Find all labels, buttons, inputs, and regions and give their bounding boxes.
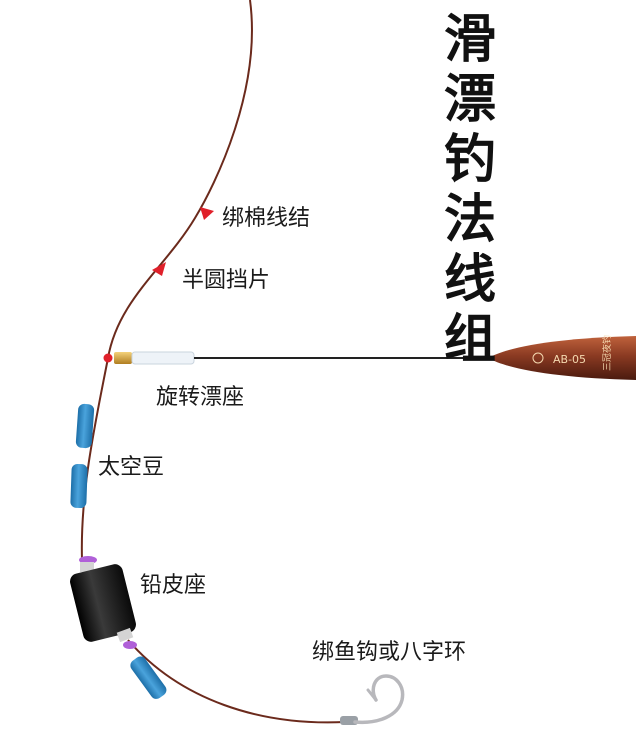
space-bean-upper	[75, 403, 95, 449]
hook-leader-line	[127, 639, 346, 724]
cotton-knot-marker	[200, 207, 214, 220]
space-bean-lower	[70, 463, 88, 509]
diagram-title: 滑漂钓法线组	[438, 10, 502, 370]
float-brand-text: 三冠夜钓	[601, 335, 613, 371]
main-line	[107, 0, 253, 359]
float-body: AB-05 三冠夜钓	[488, 335, 636, 380]
title-text: 滑漂钓法线组	[443, 10, 496, 370]
label-space-beans: 太空豆	[98, 455, 165, 480]
half-round-stopper-marker	[152, 262, 166, 276]
swivel-float-seat	[103, 351, 490, 365]
lead-seat	[70, 556, 137, 649]
fish-hook	[340, 674, 405, 725]
label-swivel-float-seat: 旋转漂座	[156, 385, 245, 410]
label-lead-seat: 铅皮座	[140, 573, 207, 598]
label-cotton-knot: 绑棉线结	[222, 206, 311, 231]
label-hook-or-swivel: 绑鱼钩或八字环	[312, 640, 467, 665]
float-model-text: AB-05	[553, 353, 586, 366]
main-line-lower	[80, 357, 109, 586]
space-bean-bottom	[130, 656, 167, 699]
label-half-round-stopper: 半圆挡片	[182, 268, 271, 293]
